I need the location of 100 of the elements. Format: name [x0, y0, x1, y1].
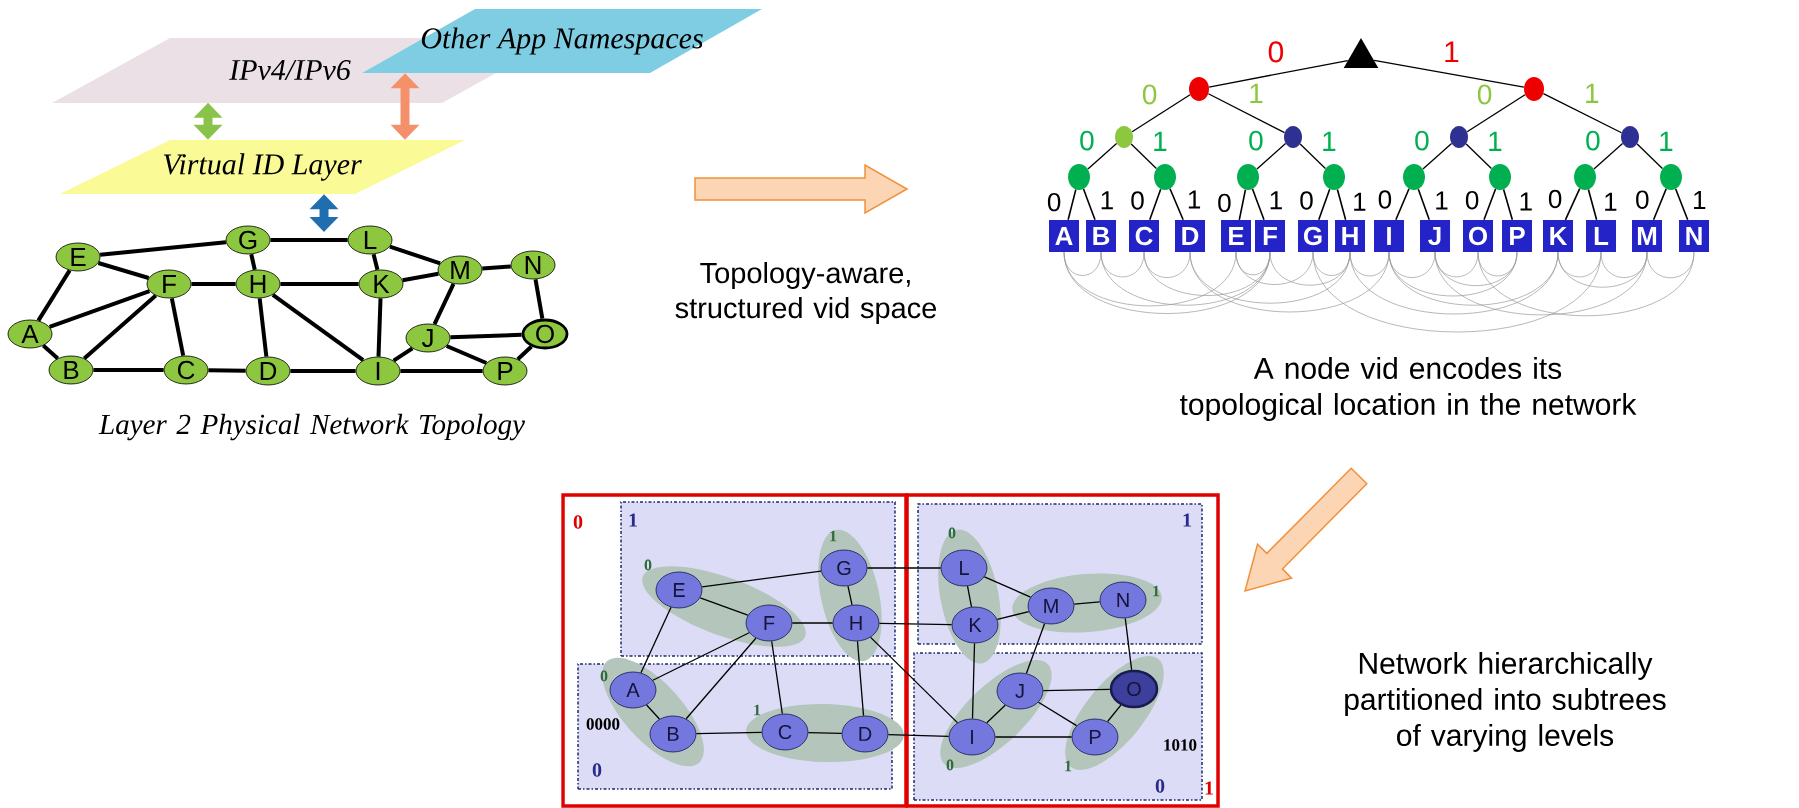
tree-edge [1422, 142, 1453, 170]
tree-node [1574, 164, 1596, 190]
network-node: L [347, 225, 393, 255]
network-link [169, 297, 186, 357]
network-link [640, 606, 672, 674]
network-link [856, 640, 865, 717]
leaf-node: B [1086, 220, 1116, 252]
network-node: K [358, 269, 404, 299]
network-link [994, 736, 1073, 738]
tree-node [1621, 126, 1639, 148]
edge-label: 0 [1249, 130, 1263, 151]
network-link [445, 344, 488, 365]
tree-node [1489, 164, 1511, 190]
network-node: E [655, 571, 703, 609]
network-link [645, 704, 661, 720]
network-link [807, 731, 843, 735]
tree-edge [1502, 188, 1514, 221]
edge-label: 1 [1586, 83, 1599, 103]
tree-edge [1417, 188, 1431, 221]
network-link [392, 346, 414, 363]
network-node: G [225, 225, 271, 255]
network-link [97, 261, 150, 280]
leaf-node: L [1586, 220, 1616, 252]
network-link [82, 294, 158, 360]
edge-label: 1 [1154, 131, 1167, 151]
network-node: P [482, 356, 528, 386]
edge-label: 1 [1250, 83, 1263, 104]
leaf-node: J [1420, 220, 1450, 252]
network-node: I [948, 718, 996, 756]
network-link [971, 642, 976, 720]
edge-label: 1 [1489, 131, 1502, 151]
caption-text: A node vid encodes its topological location in the network [1180, 357, 1637, 421]
network-node: G [820, 549, 868, 587]
edge-label: 1 [1101, 191, 1113, 210]
edge-label: 0 [1080, 130, 1094, 151]
tree-edge [1131, 94, 1191, 133]
network-node: F [745, 604, 793, 642]
leaf-node: D [1175, 220, 1205, 252]
network-node: A [7, 319, 53, 349]
network-link [1106, 704, 1122, 723]
tree-edge [1169, 188, 1184, 221]
network-link [482, 264, 511, 271]
edge-label: 0 [1415, 130, 1429, 151]
edge-label: 1 [1270, 191, 1282, 210]
network-node: P [1071, 718, 1119, 756]
link-curve [1434, 251, 1648, 316]
edge-label: 1 [1323, 131, 1336, 151]
network-link [402, 271, 439, 283]
edge-label: 1 [1436, 191, 1448, 210]
network-node: B [649, 715, 697, 753]
tree-edge [1336, 188, 1347, 221]
edge-label: 1 [1188, 190, 1201, 209]
tree-edge [1483, 188, 1497, 221]
tree-edge [1542, 93, 1623, 134]
network-link [191, 282, 236, 286]
edge-label: 0 [1548, 189, 1562, 209]
link-curve [1349, 251, 1390, 277]
edge-label: 0 [1131, 191, 1144, 210]
edge-label: 0 [1300, 191, 1313, 210]
tree-node [1403, 164, 1425, 190]
link-curve [1477, 251, 1695, 317]
tree-edge [1587, 188, 1598, 221]
network-node: B [48, 355, 94, 385]
leaf-node: P [1502, 220, 1532, 252]
tree-edge [1067, 188, 1077, 221]
network-link [280, 282, 359, 286]
edge-label: 1 [1605, 192, 1617, 211]
link-curve [1143, 251, 1191, 278]
network-link [1042, 688, 1111, 692]
network-node: H [235, 269, 281, 299]
edge-label: 1 [1520, 192, 1532, 211]
network-link [870, 636, 959, 724]
tree-edge [1251, 188, 1265, 221]
network-link [652, 632, 750, 681]
leaf-node: O [1463, 220, 1493, 252]
network-link [1124, 617, 1133, 671]
network-node: F [146, 269, 192, 299]
network-link [771, 640, 783, 715]
tree-node [1068, 164, 1090, 190]
network-link [257, 298, 269, 357]
network-link [432, 282, 456, 326]
network-node: N [510, 250, 556, 280]
layer-plane: Virtual ID Layer [60, 140, 465, 194]
network-link [791, 622, 834, 624]
tree-node [1154, 164, 1176, 190]
layer-plane: Other App Namespaces [362, 9, 762, 73]
edge-label: 0 [1636, 190, 1649, 209]
tree-edge [1564, 187, 1581, 221]
network-link [983, 576, 1032, 598]
network-node: C [163, 355, 209, 385]
link-curve [1477, 251, 1518, 277]
edge-label: 0 [1218, 193, 1231, 213]
network-link [866, 567, 942, 569]
edge-label: 0 [1142, 84, 1157, 105]
code-label: 1010 [1164, 739, 1197, 751]
network-link [249, 253, 257, 271]
network-link [270, 238, 348, 242]
tree-edge [1317, 188, 1331, 221]
link-curve [1388, 251, 1518, 297]
leaf-node: E [1221, 220, 1251, 252]
